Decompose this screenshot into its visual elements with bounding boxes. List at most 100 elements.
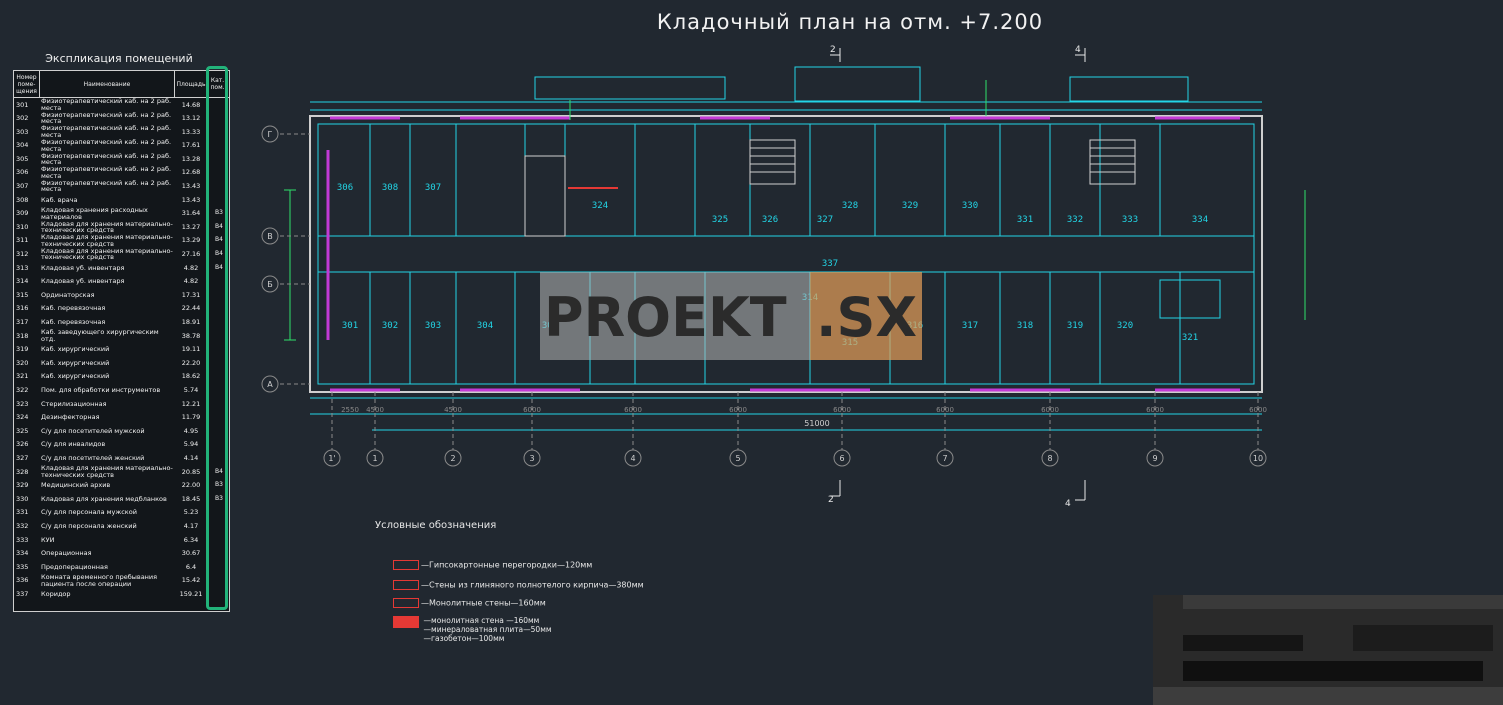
cell-name: С/у для персонала мужской [41,508,137,517]
cell-no: 329 [16,481,29,490]
cell-area: 15.42 [181,576,201,585]
cell-no: 305 [16,154,29,163]
room-number: 332 [1067,215,1083,225]
cell-area: 12.68 [181,168,201,177]
header-number: Номер поме-щения [14,71,40,97]
cell-no: 334 [16,549,29,558]
cell-name: Кладовая для хранения материально-технич… [41,233,173,248]
cell-name: КУИ [41,535,55,544]
blurred-title-block [1153,595,1503,705]
cell-area: 22.20 [181,358,201,367]
explication-table: Номер поме-щения Наименование Площадь Ка… [13,70,230,612]
cell-cat: В4 [215,250,223,258]
cell-no: 324 [16,413,29,422]
cell-name: Каб. хирургический [41,358,110,367]
cell-area: 22.44 [181,304,201,313]
cell-no: 314 [16,277,29,286]
span-dimension: 4500 [366,406,384,414]
cell-name: Кладовая для хранения материально-технич… [41,247,173,262]
cell-name: С/у для посетителей мужской [41,426,145,435]
green-dimension-marks [284,80,1306,341]
section-marks: 2 4 2 4 [828,45,1086,509]
legend-title: Условные обозначения [375,520,497,531]
cell-no: 316 [16,304,29,313]
cell-area: 20.85 [181,467,201,476]
span-dimension: 6000 [1146,406,1164,414]
top-row-partitions [369,124,1161,236]
cell-area: 18.62 [181,372,201,381]
cell-area: 4.82 [183,263,199,272]
cell-area: 13.27 [181,222,201,231]
row-axis-marker: Б [261,275,310,293]
cell-area: 22.00 [181,481,201,490]
table-row: 308 Каб. врача 13.43 [14,193,229,207]
room-number: 326 [762,215,778,225]
cell-no: 330 [16,494,29,503]
cell-area: 6.34 [183,535,199,544]
cell-no: 311 [16,236,29,245]
cell-area: 14.68 [181,100,201,109]
table-row: 312 Кладовая для хранения материально-тех… [14,248,229,262]
cell-name: Комната временного пребывания пациента п… [41,573,158,588]
cell-no: 331 [16,508,29,517]
room-number: 331 [1017,215,1033,225]
cell-no: 312 [16,250,29,259]
table-row: 320 Каб. хирургический 22.20 [14,356,229,370]
cell-name: С/у для инвалидов [41,440,106,449]
room-number: 304 [477,321,493,331]
cell-no: 321 [16,372,29,381]
cell-name: Кладовая уб. инвентаря [41,263,125,272]
cell-no: 320 [16,358,29,367]
cell-name: Кладовая хранения расходных материалов [41,206,148,221]
cell-no: 308 [16,195,29,204]
room-number: 318 [1017,321,1033,331]
cell-name: Физиотерапевтический каб. на 2 раб. мест… [41,98,172,112]
span-dimension: 6000 [523,406,541,414]
cell-no: 301 [16,100,29,109]
legend-swatch [393,598,419,608]
watermark: PROEKT .SX [540,272,922,360]
span-dimension: 4500 [444,406,462,414]
header-category: Кат. пом. [210,77,225,91]
cell-name: Каб. врача [41,195,78,204]
explication-title: Экспликация помещений [45,52,193,65]
legend-item-monolithic: —Монолитные стены—160мм [393,598,546,608]
cell-area: 27.16 [181,250,201,259]
row-axis-marker: В [261,227,310,245]
room-number: 308 [382,183,398,193]
cell-area: 18.91 [181,318,201,326]
cell-name: С/у для посетителей женский [41,453,145,462]
axis-label: 4 [630,454,635,463]
cell-area: 17.61 [181,141,201,150]
cell-name: Физиотерапевтический каб. на 2 раб. мест… [41,138,172,153]
cell-no: 319 [16,345,29,354]
cell-area: 5.74 [183,385,199,394]
span-dimension: 2550 [341,406,359,414]
cell-no: 337 [16,589,29,598]
axis-marker: 9 [1146,392,1164,467]
cell-no: 332 [16,521,29,530]
room-number: 320 [1117,321,1133,331]
axis-label: 1' [328,454,335,463]
axis-marker: 7 [936,392,954,467]
cell-name: Физиотерапевтический каб. на 2 раб. мест… [41,152,172,166]
room-number: 301 [342,321,358,331]
axis-marker: 2 [444,392,462,467]
axis-marker: 10 [1249,392,1267,467]
cell-name: Физиотерапевтический каб. на 2 раб. мест… [41,125,172,139]
legend-item-brick: —Стены из глиняного полнотелого кирпича—… [393,580,644,590]
wall-highlights [326,116,1240,392]
cell-area: 13.43 [181,195,201,204]
room-number: 330 [962,201,978,211]
table-row: 301 Физиотерапевтический каб. на 2 раб. м… [14,98,229,112]
